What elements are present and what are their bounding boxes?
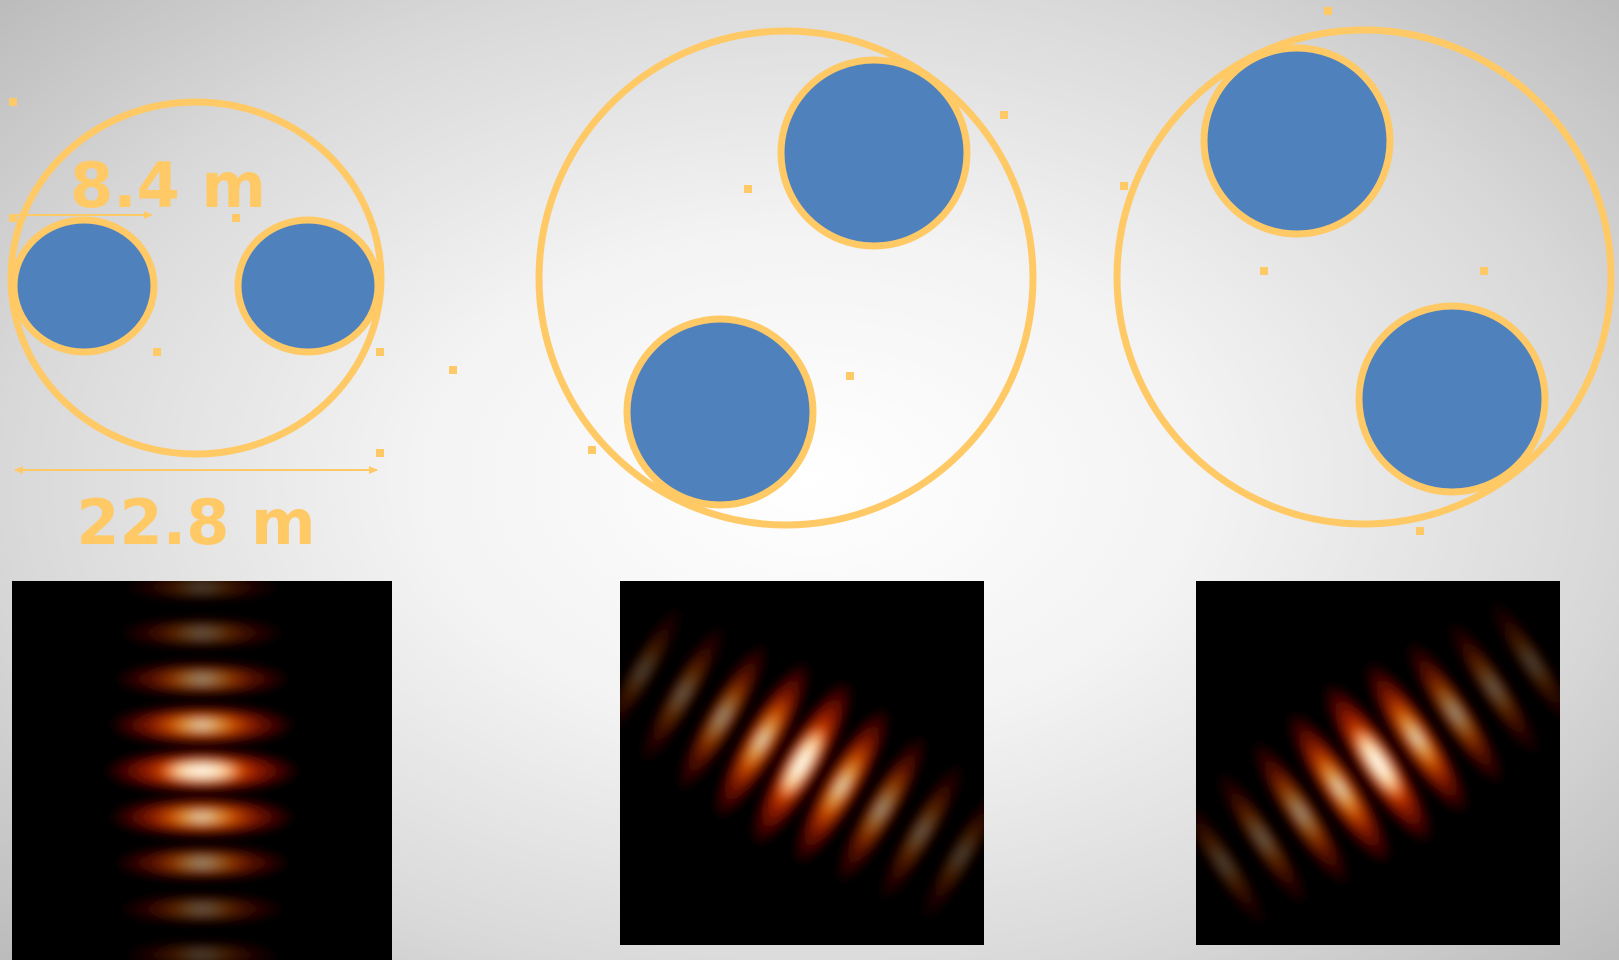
psf-fringe bbox=[1364, 661, 1469, 815]
mirror-3a bbox=[1200, 44, 1394, 238]
marker-dots bbox=[9, 7, 1488, 535]
psf-fringe bbox=[112, 661, 292, 697]
psf-fringe bbox=[1251, 740, 1350, 886]
psf-core bbox=[162, 760, 242, 782]
psf-fringe bbox=[1447, 619, 1540, 757]
marker-dot bbox=[9, 214, 17, 222]
aperture-outline-2 bbox=[535, 27, 1037, 529]
psf-fringe bbox=[108, 796, 296, 838]
psf-fringe bbox=[793, 706, 891, 866]
psf-pattern bbox=[103, 581, 301, 960]
mirror-2b bbox=[623, 315, 817, 509]
mirror-1b bbox=[234, 216, 382, 356]
psf-fringe bbox=[878, 761, 965, 903]
psf-fringe bbox=[921, 788, 984, 922]
psf-fringe bbox=[117, 618, 287, 648]
marker-dot bbox=[1416, 527, 1424, 535]
psf-fringe bbox=[713, 660, 811, 820]
baseline-label: 8.4 m bbox=[70, 149, 266, 222]
psf-fringe bbox=[117, 894, 287, 924]
psf-fringe bbox=[122, 581, 282, 601]
marker-dot bbox=[1260, 267, 1268, 275]
psf-fringes-2 bbox=[620, 604, 984, 922]
psf-fringe bbox=[122, 941, 282, 960]
psf-fringe bbox=[1196, 798, 1268, 929]
marker-dot bbox=[376, 348, 384, 356]
mirror-3b bbox=[1355, 302, 1549, 496]
psf-fringe bbox=[836, 734, 928, 884]
marker-dot bbox=[1000, 111, 1008, 119]
psf-fringes-3 bbox=[1196, 597, 1560, 929]
marker-dot bbox=[153, 348, 161, 356]
marker-dot bbox=[588, 446, 596, 454]
marker-dot bbox=[1480, 267, 1488, 275]
psf-pattern bbox=[1196, 597, 1560, 929]
psf-fringe bbox=[108, 704, 296, 746]
diameter-label: 22.8 m bbox=[76, 486, 315, 559]
marker-dot bbox=[846, 372, 854, 380]
psf-core bbox=[1354, 728, 1402, 798]
panel-1-aperture: 8.4 m 22.8 m bbox=[7, 98, 385, 559]
mirror-2a bbox=[777, 56, 971, 250]
mirror-1a bbox=[10, 216, 158, 356]
psf-fringe bbox=[1406, 640, 1505, 786]
psf-fringes-1 bbox=[103, 581, 301, 960]
marker-dot bbox=[744, 185, 752, 193]
psf-fringe bbox=[676, 642, 768, 792]
marker-dot bbox=[1324, 7, 1332, 15]
psf-core bbox=[779, 727, 825, 799]
psf-image-3 bbox=[1196, 581, 1560, 945]
marker-dot bbox=[232, 214, 240, 222]
psf-fringe bbox=[620, 604, 683, 738]
aperture-outline-3 bbox=[1113, 26, 1615, 528]
psf-fringe bbox=[1216, 769, 1309, 907]
psf-fringe bbox=[1488, 597, 1560, 728]
psf-fringe bbox=[112, 845, 292, 881]
psf-pattern bbox=[620, 604, 984, 922]
marker-dot bbox=[376, 449, 384, 457]
psf-fringe bbox=[1287, 711, 1392, 865]
marker-dot bbox=[449, 366, 457, 374]
psf-image-1 bbox=[12, 581, 392, 960]
psf-image-2 bbox=[620, 581, 984, 945]
marker-dot bbox=[9, 98, 17, 106]
marker-dot bbox=[1120, 182, 1128, 190]
panel-3-aperture bbox=[1113, 26, 1615, 528]
panel-2-aperture bbox=[535, 27, 1037, 529]
psf-fringe bbox=[639, 623, 726, 765]
